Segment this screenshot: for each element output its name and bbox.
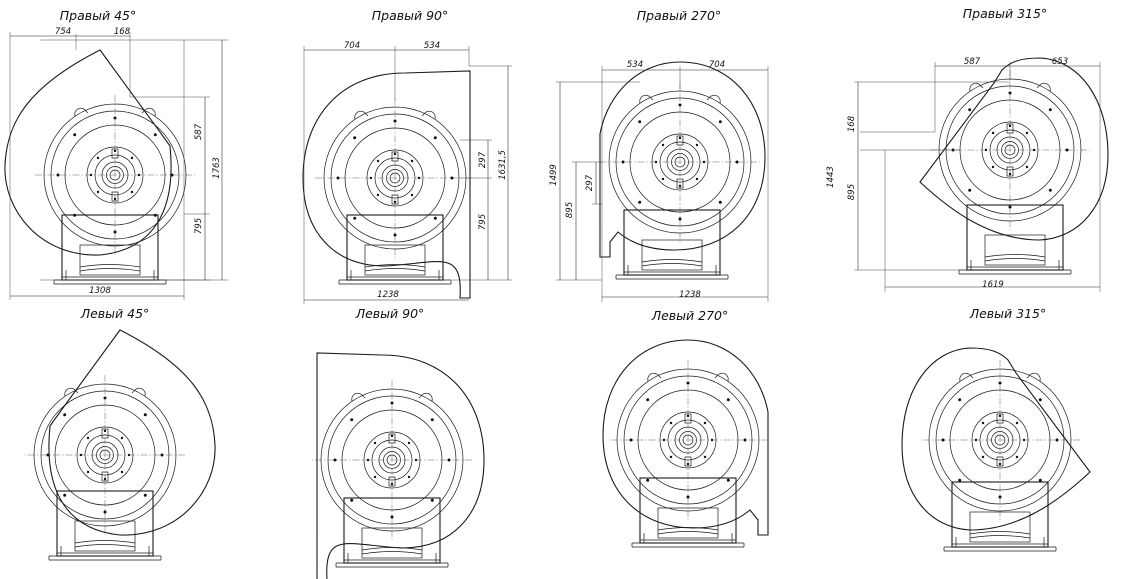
dim-outlet-offset: 297 (585, 174, 595, 191)
dim-width-left: 587 (964, 57, 981, 67)
dim-axis-height: 895 (565, 202, 575, 218)
drawing-left-315: Левый 315° (901, 306, 1091, 552)
dim-width-right: 653 (1052, 57, 1068, 67)
drawing-title: Левый 90° (355, 306, 425, 321)
drawing-right-315: Правый 315° 587 653 1443 168 895 1619 (826, 6, 1109, 292)
dim-axis-height: 895 (847, 184, 857, 200)
dim-total-width: 1238 (377, 290, 399, 300)
dim-outlet-offset: 297 (478, 151, 488, 168)
dim-outlet-offset: 168 (114, 27, 131, 37)
drawing-left-270: Левый 270° (602, 308, 769, 548)
dim-total-height: 1631,5 (498, 150, 508, 180)
dim-axis-height: 795 (194, 218, 204, 234)
drawing-title: Правый 45° (60, 8, 136, 23)
drawing-title: Левый 315° (969, 306, 1047, 321)
drawing-left-45: Левый 45° (24, 306, 216, 561)
drawing-title: Правый 90° (372, 8, 448, 23)
drawing-title: Правый 270° (637, 8, 721, 23)
dim-width-right: 534 (424, 41, 440, 51)
dim-total-width: 1619 (982, 280, 1004, 290)
drawing-title: Левый 45° (80, 306, 150, 321)
dim-total-height: 1443 (826, 166, 836, 188)
drawing-title: Левый 270° (651, 308, 729, 323)
drawing-right-90: Правый 90° 704 534 297 1631,5 795 1238 (302, 8, 512, 304)
dim-width-right: 704 (709, 60, 725, 70)
dim-total-width: 1238 (679, 290, 701, 300)
dim-total-height: 1499 (549, 164, 559, 186)
dim-axis-height: 795 (478, 214, 488, 230)
drawing-right-45: Правый 45° 754 168 587 1763 795 1308 (4, 8, 228, 300)
dim-width-left: 704 (344, 41, 360, 51)
dim-outlet-offset: 168 (847, 115, 857, 132)
dim-width-left: 754 (55, 27, 71, 37)
drawing-title: Правый 315° (963, 6, 1047, 21)
dim-width-left: 534 (627, 60, 643, 70)
dim-total-width: 1308 (89, 286, 111, 296)
dim-total-height: 1763 (212, 157, 222, 179)
drawing-right-270: Правый 270° 534 704 1499 297 895 1238 (549, 8, 769, 302)
drawing-left-90: Левый 90° (311, 306, 485, 579)
dim-axis-to-outlet: 587 (194, 123, 204, 140)
